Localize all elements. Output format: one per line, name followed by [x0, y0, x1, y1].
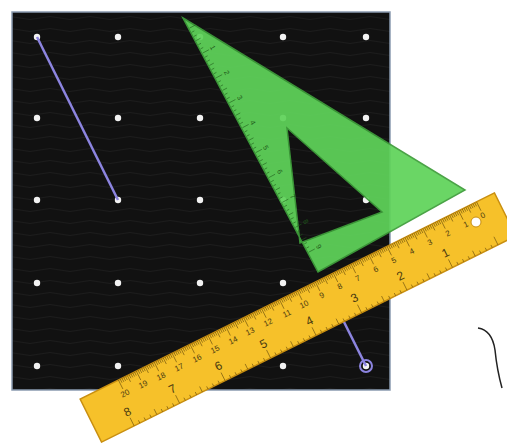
set-square-ticks	[190, 25, 315, 252]
geoboard	[12, 12, 390, 390]
peg	[197, 197, 203, 203]
peg	[34, 115, 40, 121]
peg	[115, 34, 121, 40]
pen-stroke	[478, 328, 502, 388]
ruler	[80, 193, 507, 442]
peg-ring	[360, 360, 372, 372]
peg	[280, 34, 286, 40]
peg	[363, 115, 369, 121]
peg	[34, 197, 40, 203]
peg	[115, 115, 121, 121]
peg	[363, 34, 369, 40]
peg	[34, 363, 40, 369]
peg	[197, 115, 203, 121]
peg	[34, 280, 40, 286]
peg	[115, 280, 121, 286]
ruler-hole	[471, 217, 481, 227]
peg	[280, 363, 286, 369]
ruler-ticks	[118, 202, 498, 426]
peg	[197, 280, 203, 286]
peg	[280, 280, 286, 286]
rubber-band	[37, 37, 118, 200]
peg	[115, 363, 121, 369]
